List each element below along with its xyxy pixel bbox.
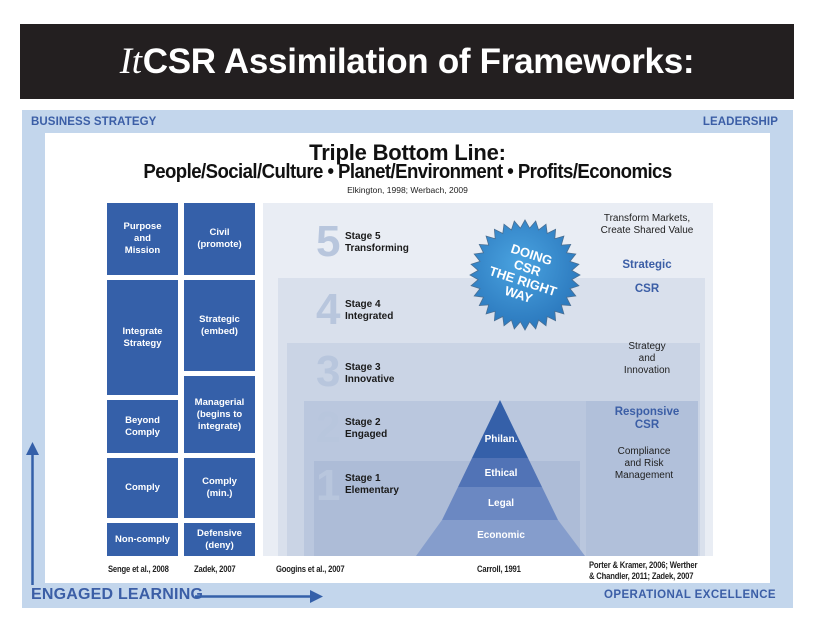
strategy-innovation-text: Strategy and Innovation [623, 341, 671, 376]
title-italic-prefix: It [119, 41, 142, 82]
carroll-citation: Carroll, 1991 [477, 564, 521, 574]
senge-box-integrate: Integrate Strategy [107, 280, 178, 395]
zadek-box-strategic: Strategic (embed) [184, 280, 255, 371]
zadek-box-label: Strategic (embed) [199, 313, 240, 337]
zadek-box-civil: Civil (promote) [184, 203, 255, 275]
title-main: CSR Assimilation of Frameworks: [142, 41, 695, 81]
pyramid-level-economic [416, 520, 585, 556]
responsive-csr-panel [586, 401, 698, 556]
zadek-box-comply-min: Comply (min.) [184, 458, 255, 518]
stage-4-number: 4 [316, 285, 341, 334]
stage-1-number: 1 [316, 461, 341, 510]
pyramid-label-ethical: Ethical [484, 468, 518, 479]
pyramid-level-ethical [458, 458, 542, 487]
label-leadership: LEADERSHIP [702, 116, 778, 128]
zadek-box-label: Civil (promote) [197, 227, 242, 250]
triple-bottom-line-title: Triple Bottom Line: [309, 140, 506, 165]
stage-3-number: 3 [316, 347, 341, 396]
senge-box-label: Beyond Comply [125, 414, 160, 438]
pyramid-level-legal [442, 487, 558, 520]
porter-citation: Porter & Kramer, 2006; Werther & Chandle… [589, 560, 698, 581]
label-operational-excellence: OPERATIONAL EXCELLENCE [604, 589, 776, 601]
stage-3-label: Stage 3 Innovative [345, 362, 395, 385]
senge-citation: Senge et al., 2008 [108, 564, 169, 574]
strategic-csr-heading: CSR [634, 283, 660, 295]
label-engaged-learning: ENGAGED LEARNING [31, 586, 204, 603]
senge-box-label: Non-comply [115, 533, 170, 545]
responsive-csr-heading: Responsive CSR [614, 406, 680, 431]
googins-citation: Googins et al., 2007 [276, 564, 345, 574]
pyramid-label-philan: Philan. [484, 434, 518, 445]
triple-bottom-line-subtitle: People/Social/Culture • Planet/Environme… [143, 161, 672, 183]
senge-box-beyond-comply: Beyond Comply [107, 400, 178, 453]
senge-box-label: Comply [125, 482, 160, 493]
pyramid-label-legal: Legal [487, 498, 515, 509]
stage-2-label: Stage 2 Engaged [345, 417, 388, 440]
senge-box-label: Purpose and Mission [123, 221, 162, 256]
vertical-arrow-icon [26, 442, 39, 585]
pyramid-level-philanthropic [472, 400, 528, 458]
senge-box-comply: Comply [107, 458, 178, 518]
compliance-risk-text: Compliance and Risk Management [614, 446, 674, 481]
transform-markets-text: Transform Markets, Create Shared Value [600, 213, 694, 236]
senge-box-non-comply: Non-comply [107, 523, 178, 556]
strategic-heading: Strategic [622, 259, 672, 271]
zadek-box-label: Defensive (deny) [197, 527, 242, 551]
starburst-badge-icon: DOING CSR THE RIGHT WAY [469, 219, 581, 331]
horizontal-arrow-icon [195, 590, 323, 603]
label-business-strategy: BUSINESS STRATEGY [31, 116, 157, 128]
triple-bottom-line-citation: Elkington, 1998; Werbach, 2009 [347, 185, 468, 195]
zadek-box-defensive: Defensive (deny) [184, 523, 255, 556]
stage-2-number: 2 [316, 403, 341, 452]
zadek-citation: Zadek, 2007 [194, 564, 236, 574]
zadek-box-managerial: Managerial (begins to integrate) [184, 376, 255, 453]
stage-5-label: Stage 5 Transforming [345, 231, 409, 254]
stage-4-label: Stage 4 Integrated [345, 299, 394, 322]
stage-5-number: 5 [316, 217, 341, 266]
pyramid-label-economic: Economic [477, 530, 525, 541]
zadek-box-label: Managerial (begins to integrate) [194, 396, 245, 432]
stage-1-label: Stage 1 Elementary [345, 473, 399, 496]
senge-box-purpose: Purpose and Mission [107, 203, 178, 275]
zadek-box-label: Comply (min.) [202, 476, 237, 499]
senge-box-label: Integrate Strategy [122, 325, 163, 349]
